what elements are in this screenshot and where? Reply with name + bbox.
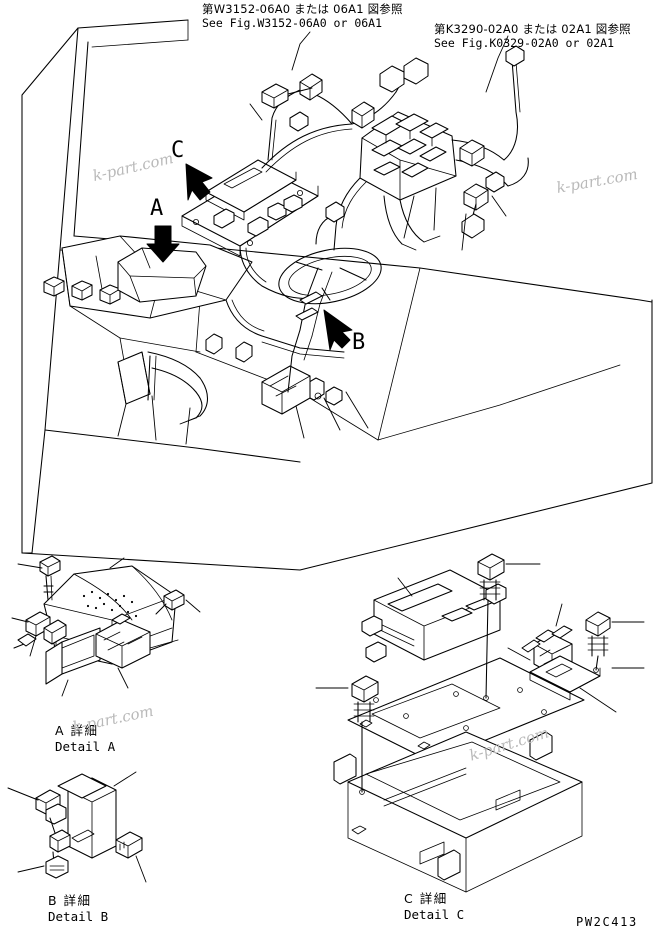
relay-fuse-box: [359, 111, 457, 201]
detail-c-label: C 詳細 Detail C: [404, 891, 464, 923]
callout-arrow-b: [323, 309, 353, 351]
callout-letter-b: B: [352, 330, 366, 355]
detail-c-relay-block: [521, 625, 601, 701]
monitor-cover-assy: [117, 247, 207, 303]
detail-c-view: [315, 553, 645, 893]
detail-a-label-en: Detail A: [55, 739, 116, 754]
hood-texture: [82, 590, 138, 618]
detail-b-label: B 詳細 Detail B: [48, 893, 108, 925]
detail-b-label-en: Detail B: [48, 909, 109, 924]
reference-note-right: 第K3290-02A0 または 02A1 図参照 See Fig.K0329-0…: [434, 22, 631, 50]
wiring-harness: [147, 45, 529, 425]
steering-wheel: [278, 201, 382, 393]
detail-c-bolt-left: [351, 675, 379, 795]
main-assembly-view: [21, 19, 653, 571]
detail-b-view: [7, 771, 147, 883]
callout-arrow-c: [185, 163, 213, 201]
detail-c-label-en: Detail C: [404, 907, 465, 922]
detail-a-label-ja: A 詳細: [55, 723, 99, 738]
detail-a-view: [11, 555, 201, 697]
callout-arrow-a: [146, 225, 180, 263]
reference-note-left-en: See Fig.W3152-06A0 or 06A1: [202, 16, 383, 30]
detail-c-bolt-right: [585, 611, 611, 673]
reference-note-left: 第W3152-06A0 または 06A1 図参照 See Fig.W3152-0…: [202, 2, 403, 30]
detail-c-bolt-top: [477, 553, 505, 701]
reference-note-left-ja: 第W3152-06A0 または 06A1 図参照: [202, 2, 403, 16]
detail-b-label-ja: B 詳細: [48, 893, 92, 908]
callout-letter-c: C: [171, 138, 185, 163]
reference-note-right-en: See Fig.K0329-02A0 or 02A1: [434, 36, 615, 50]
reference-note-right-ja: 第K3290-02A0 または 02A1 図参照: [434, 22, 631, 36]
drawing-part-number: PW2C413: [576, 915, 638, 929]
floor-panel-detail: [69, 305, 201, 405]
controller-plate-assy: [181, 159, 319, 257]
detail-c-label-ja: C 詳細: [404, 891, 448, 906]
callout-letter-a: A: [150, 196, 164, 221]
detail-a-label: A 詳細 Detail A: [55, 723, 115, 755]
main-view-leaders: [117, 31, 509, 445]
